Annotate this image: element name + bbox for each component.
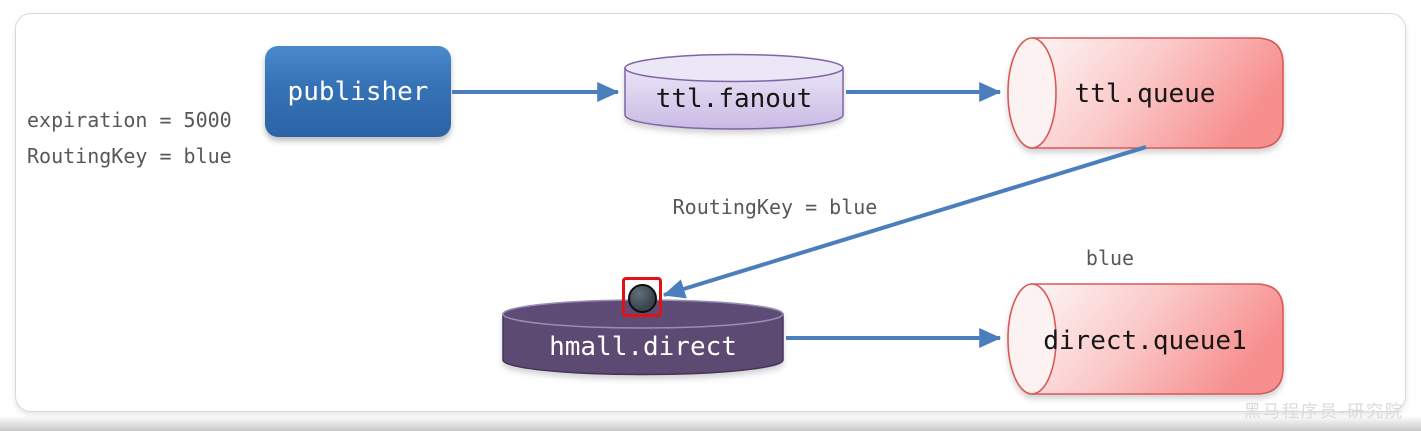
edge-label-binding-blue: blue <box>1085 246 1135 270</box>
edge-label-routing-key: RoutingKey = blue <box>672 195 878 219</box>
queue-direct-queue1-cylinder <box>1007 283 1284 395</box>
watermark: 黑马程序员-研究院 <box>1243 402 1404 422</box>
queue-ttl-queue-cylinder <box>1007 37 1284 149</box>
dead-letter-message-dot-icon <box>628 284 657 313</box>
annotation-routing-key: RoutingKey = blue <box>27 144 232 168</box>
publisher-node: publisher <box>265 46 451 137</box>
bottom-edge-fade <box>0 416 1421 431</box>
annotation-expiration: expiration = 5000 <box>27 108 232 132</box>
red-highlight-box <box>622 277 662 317</box>
exchange-ttl-fanout-cylinder <box>624 53 844 130</box>
publisher-label: publisher <box>287 76 429 107</box>
